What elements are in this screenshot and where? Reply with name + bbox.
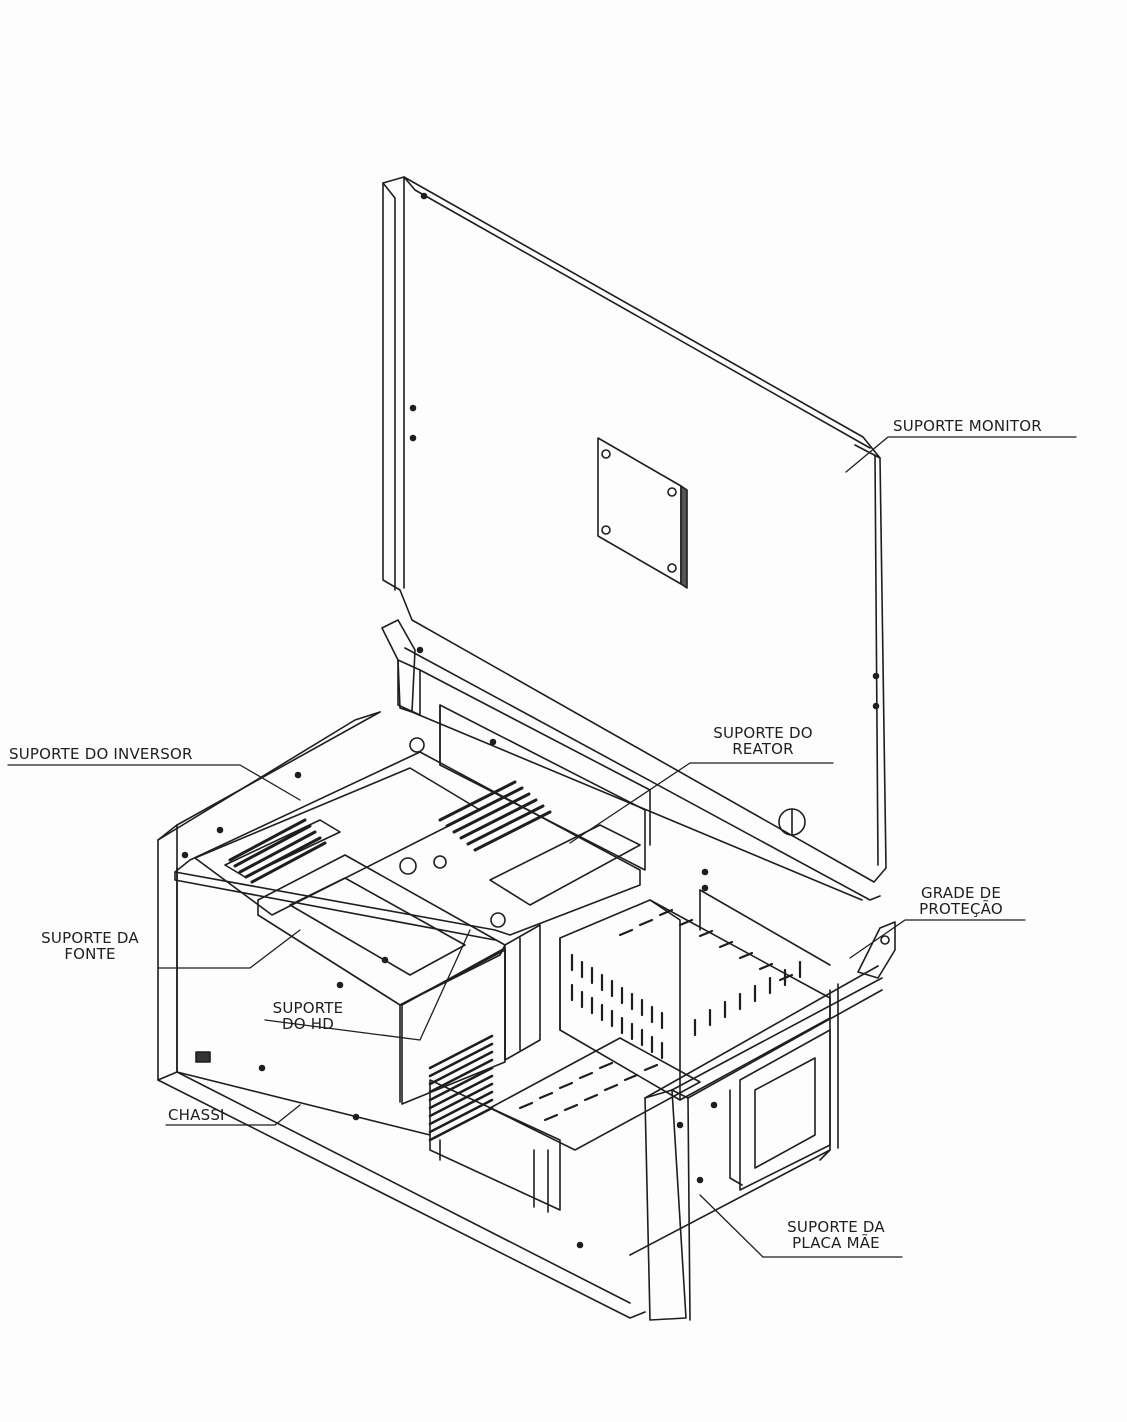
label-suporte-placa-mae: SUPORTE DA PLACA MÃE [768, 1219, 904, 1251]
label-suporte-fonte: SUPORTE DA FONTE [22, 930, 158, 962]
label-suporte-hd: SUPORTE DO HD [262, 1000, 354, 1032]
leader-lines [7, 436, 1077, 1258]
monitor-support-panel [382, 176, 887, 883]
label-suporte-fonte-line2: FONTE [64, 945, 116, 963]
label-chassi: CHASSI [168, 1106, 225, 1124]
label-suporte-reator-line2: REATOR [732, 740, 794, 758]
motherboard-support [729, 1029, 831, 1191]
hinge-bracket [381, 619, 881, 901]
label-suporte-reator-line1: SUPORTE DO [713, 724, 813, 742]
label-suporte-monitor: SUPORTE MONITOR [893, 417, 1042, 435]
hd-support [429, 924, 561, 1211]
label-suporte-fonte-line1: SUPORTE DA [41, 929, 139, 947]
label-grade-protecao-line1: GRADE DE [920, 884, 1002, 902]
label-suporte-placa-mae-line1: SUPORTE DA [787, 1218, 885, 1236]
monitor-mount-plate [597, 437, 688, 589]
label-grade-protecao: GRADE DE PROTEÇÃO [905, 885, 1017, 917]
label-suporte-hd-line1: SUPORTE [272, 999, 344, 1017]
label-suporte-reator: SUPORTE DO REATOR [695, 725, 831, 757]
inverter-support-plate [174, 737, 641, 941]
label-grade-protecao-line2: PROTEÇÃO [919, 900, 1003, 918]
label-suporte-inversor: SUPORTE DO INVERSOR [9, 745, 193, 763]
label-suporte-placa-mae-line2: PLACA MÃE [792, 1234, 880, 1252]
reactor-support [439, 704, 646, 871]
label-suporte-hd-line2: DO HD [282, 1015, 334, 1033]
end-bracket [857, 921, 896, 979]
protection-grille [489, 868, 831, 1151]
chassis-frame [157, 711, 883, 1321]
